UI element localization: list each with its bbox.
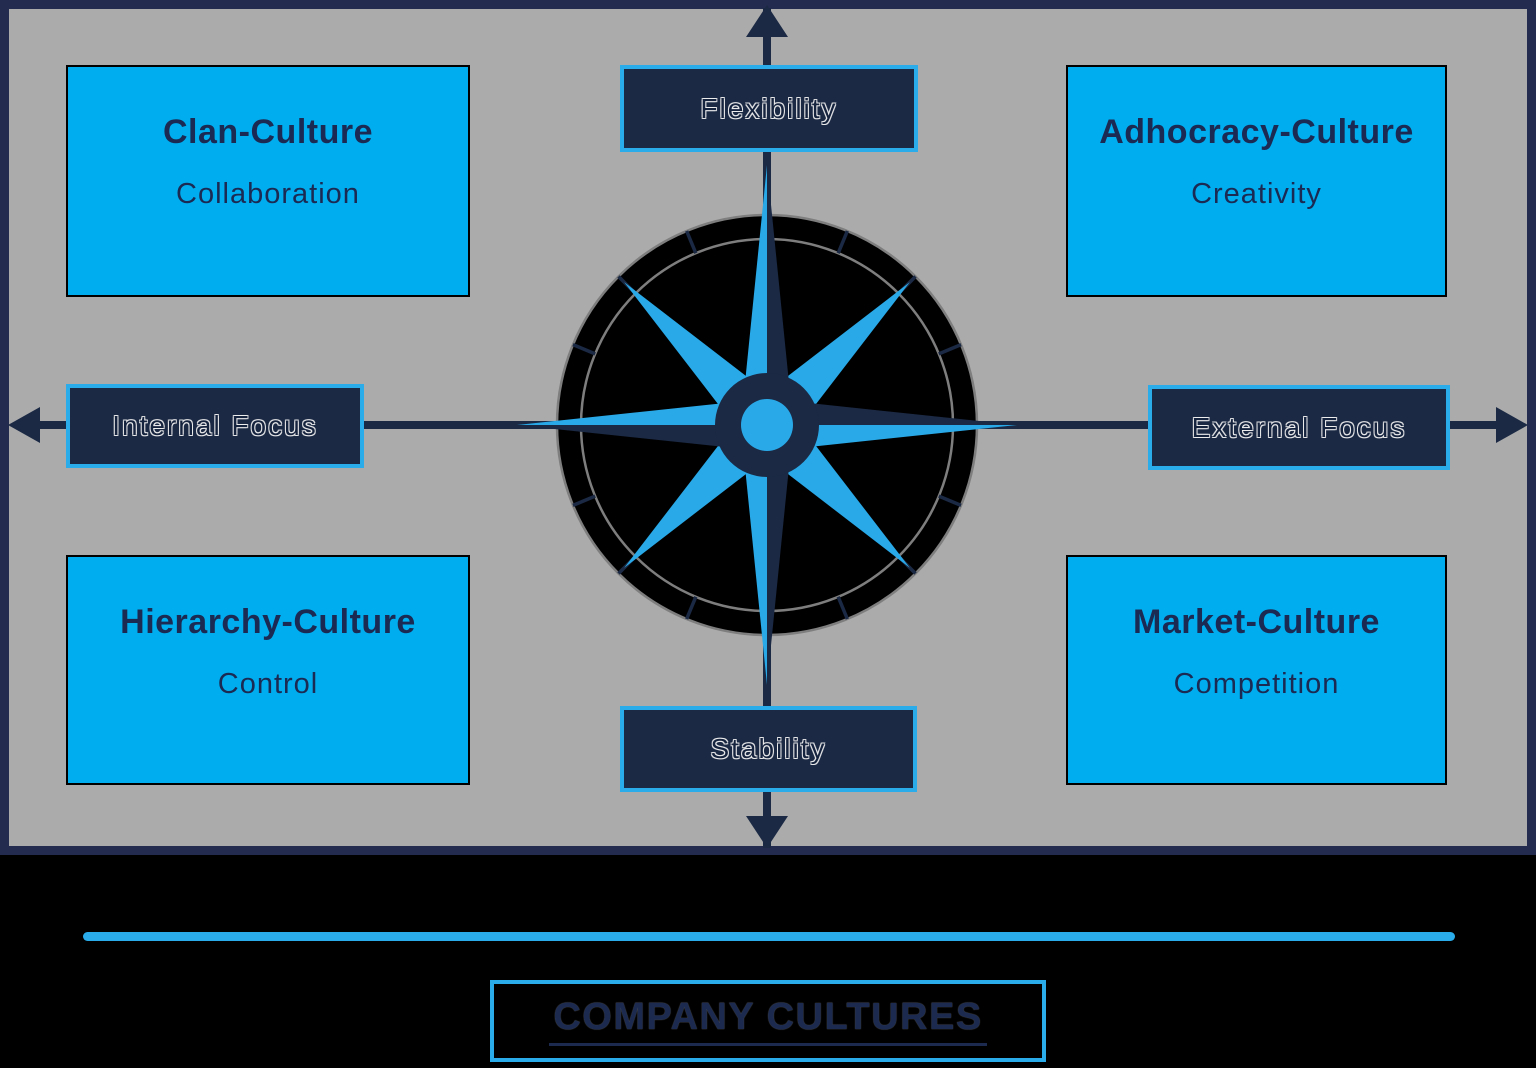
compass-rose-icon [517, 165, 1017, 685]
quadrant-adhocracy-culture: Adhocracy-Culture Creativity [1066, 65, 1447, 297]
quadrant-title: Hierarchy-Culture [120, 603, 416, 641]
diagram-title-box: COMPANY CULTURES [490, 980, 1046, 1062]
quadrant-title: Adhocracy-Culture [1099, 113, 1414, 151]
quadrant-subtitle: Creativity [1191, 178, 1322, 210]
quadrant-hierarchy-culture: Hierarchy-Culture Control [66, 555, 470, 785]
axis-label-text: External Focus [1191, 411, 1407, 443]
axis-label-text: Flexibility [700, 92, 838, 124]
quadrant-title: Clan-Culture [163, 113, 373, 151]
arrow-up-icon [746, 5, 788, 37]
quadrant-market-culture: Market-Culture Competition [1066, 555, 1447, 785]
quadrant-title: Market-Culture [1133, 603, 1380, 641]
footer-divider-line [83, 932, 1455, 941]
quadrant-subtitle: Control [217, 668, 319, 700]
arrow-right-icon [1496, 407, 1528, 443]
diagram-title: COMPANY CULTURES [549, 996, 987, 1046]
axis-label-internal-focus: Internal Focus [66, 384, 364, 468]
quadrant-subtitle: Collaboration [176, 178, 360, 210]
quadrant-subtitle: Competition [1173, 668, 1340, 700]
axis-label-flexibility: Flexibility [620, 65, 918, 152]
quadrant-clan-culture: Clan-Culture Collaboration [66, 65, 470, 297]
axis-label-text: Stability [710, 733, 827, 764]
axis-label-stability: Stability [620, 706, 917, 792]
axis-label-external-focus: External Focus [1148, 385, 1450, 470]
arrow-left-icon [8, 407, 40, 443]
axis-label-text: Internal Focus [112, 410, 318, 441]
arrow-down-icon [746, 816, 788, 848]
